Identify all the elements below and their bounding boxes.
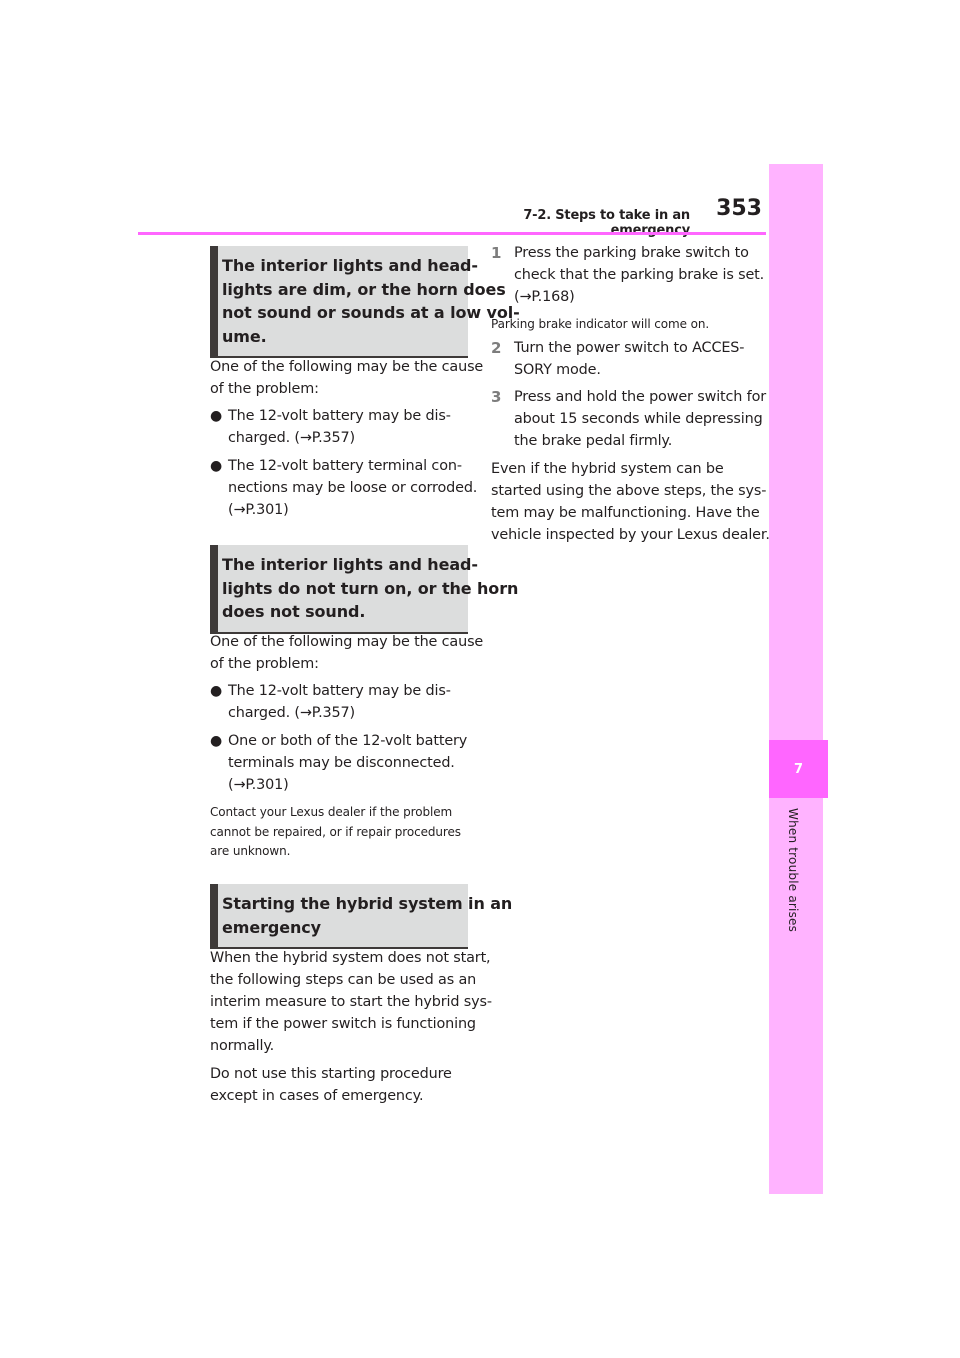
text-line: Even if the hybrid system can be (491, 461, 724, 477)
bullet-item: ● The 12-volt battery may be dis- charge… (210, 405, 451, 449)
heading-line: emergency (222, 917, 321, 937)
text-line: One of the following may be the cause (210, 359, 484, 375)
chapter-number: 7 (793, 761, 804, 777)
step-number: 2 (491, 339, 502, 357)
text-line: The 12-volt battery terminal con- (228, 458, 462, 474)
bullet-icon: ● (210, 683, 223, 699)
heading-line: The interior lights and head- (222, 256, 478, 275)
text-line: Press and hold the power switch for (514, 389, 767, 405)
text-line: tem may be malfunctioning. Have the (491, 505, 760, 521)
malfunction-paragraph: Even if the hybrid system can be started… (491, 458, 770, 546)
text-line: The 12-volt battery may be dis- (228, 408, 451, 424)
text-line: Do not use this starting procedure (210, 1066, 452, 1082)
bullet-icon: ● (210, 733, 223, 749)
text-line: the brake pedal firmly. (514, 433, 673, 449)
text-line: The 12-volt battery may be dis- (228, 683, 451, 699)
text-line: of the problem: (210, 381, 319, 397)
cause-intro-paragraph: One of the following may be the cause of… (210, 356, 483, 400)
text-line: One or both of the 12-volt battery (228, 733, 468, 749)
section-heading-dim-lights: The interior lights and head- lights are… (210, 246, 520, 358)
bullet-icon: ● (210, 408, 223, 424)
text-line: terminals may be disconnected. (228, 755, 455, 771)
bullet-item: ● The 12-volt battery may be dis- charge… (210, 680, 451, 724)
emergency-only-paragraph: Do not use this starting procedure excep… (210, 1063, 452, 1107)
step-3: 3 Press and hold the power switch for ab… (491, 386, 767, 452)
text-line: check that the parking brake is set. (514, 267, 765, 283)
text-line: of the problem: (210, 656, 319, 672)
page-reference-link[interactable]: charged. (→P.357) (228, 705, 355, 721)
cause-intro-paragraph: One of the following may be the cause of… (210, 631, 483, 675)
page-reference-link[interactable]: charged. (→P.357) (228, 430, 355, 446)
heading-line: The interior lights and head- (222, 555, 478, 574)
heading-line: lights do not turn on, or the horn (222, 578, 519, 598)
chapter-title: When trouble arises (786, 808, 800, 933)
step-1-note: Parking brake indicator will come on. (491, 317, 710, 331)
text-line: the following steps can be used as an (210, 972, 477, 988)
chapter-side-band (769, 164, 823, 1194)
text-line: about 15 seconds while depressing (514, 411, 763, 427)
text-line: Press the parking brake switch to (514, 245, 749, 261)
text-line: except in cases of emergency. (210, 1088, 424, 1104)
text-line: SORY mode. (514, 362, 601, 378)
heading-line: not sound or sounds at a low vol- (222, 303, 520, 322)
text-line: Turn the power switch to ACCES- (514, 340, 745, 356)
step-number: 3 (491, 388, 502, 406)
text-line: When the hybrid system does not start, (210, 950, 491, 966)
emergency-start-paragraph: When the hybrid system does not start, t… (210, 947, 492, 1057)
text-line: Contact your Lexus dealer if the problem (210, 805, 453, 819)
text-line: cannot be repaired, or if repair procedu… (210, 824, 461, 839)
dealer-note: Contact your Lexus dealer if the problem… (210, 803, 461, 862)
heading-line: Starting the hybrid system in an (222, 894, 513, 913)
text-line: tem if the power switch is functioning (210, 1016, 476, 1032)
bullet-icon: ● (210, 458, 223, 474)
chapter-tab[interactable]: 7 (769, 740, 828, 798)
text-line: nections may be loose or corroded. (228, 480, 478, 496)
section-heading-emergency-start: Starting the hybrid system in an emergen… (210, 884, 513, 949)
bullet-item: ● One or both of the 12-volt battery ter… (210, 730, 468, 796)
step-number: 1 (491, 244, 502, 262)
section-heading-no-lights: The interior lights and head- lights do … (210, 545, 519, 634)
text-line: vehicle inspected by your Lexus dealer. (491, 527, 770, 543)
bullet-item: ● The 12-volt battery terminal con- nect… (210, 455, 478, 521)
text-line: are unknown. (210, 844, 291, 858)
text-line: normally. (210, 1038, 275, 1054)
page-number: 353 (716, 196, 762, 221)
heading-line: does not sound. (222, 602, 366, 621)
step-1: 1 Press the parking brake switch to chec… (491, 242, 765, 308)
text-line: started using the above steps, the sys- (491, 483, 767, 499)
header-divider (138, 232, 766, 235)
text-line: interim measure to start the hybrid sys- (210, 994, 492, 1010)
page-reference-link[interactable]: (→P.301) (228, 777, 289, 793)
heading-line: ume. (222, 326, 267, 346)
text-line: One of the following may be the cause (210, 634, 484, 650)
page-reference-link[interactable]: (→P.301) (228, 502, 289, 518)
step-2: 2 Turn the power switch to ACCES- SORY m… (491, 337, 745, 381)
heading-line: lights are dim, or the horn does (222, 279, 506, 299)
page-reference-link[interactable]: (→P.168) (514, 289, 575, 305)
